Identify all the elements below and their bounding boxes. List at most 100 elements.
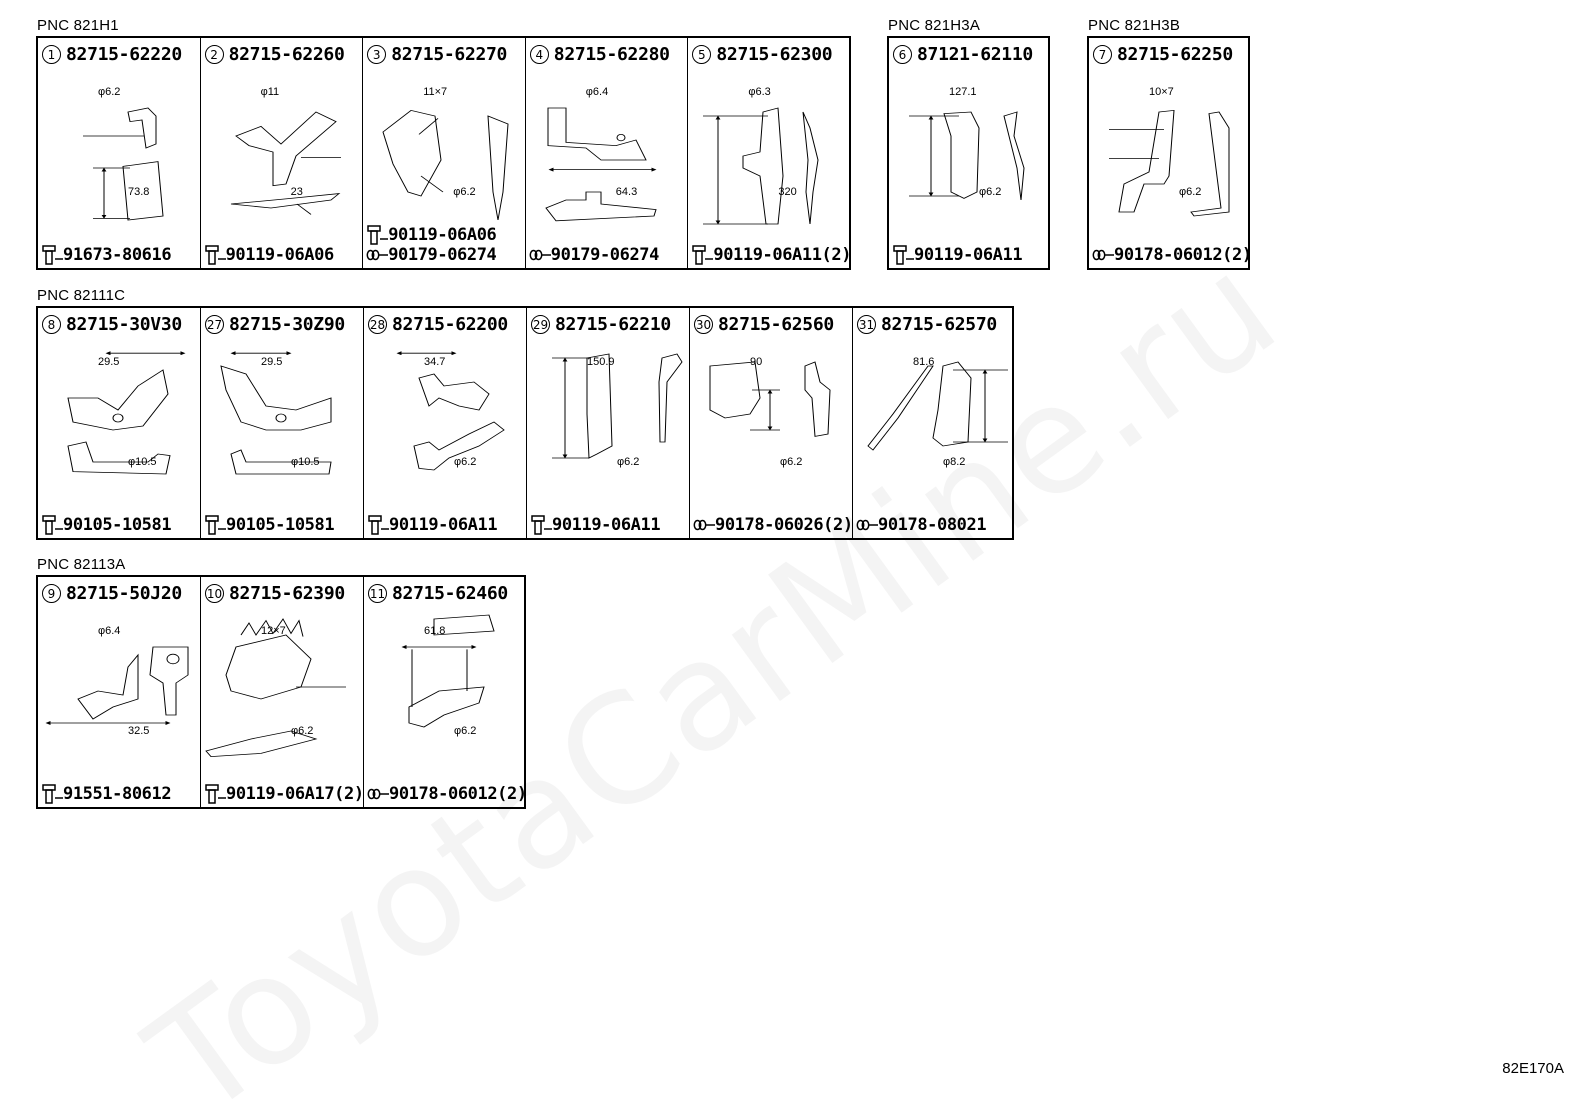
part-number[interactable]: 82715-62300	[716, 44, 833, 65]
dimension-label: 64.3	[615, 186, 638, 198]
fastener-list: 91673-80616	[41, 245, 172, 265]
fastener-list: 90105-10581	[204, 515, 335, 535]
clip-icon	[366, 249, 389, 261]
fastener-row[interactable]: 91551-80612	[41, 784, 172, 804]
part-number[interactable]: 82715-62220	[66, 44, 182, 65]
part-number[interactable]: 82715-62560	[718, 314, 834, 335]
part-drawing	[382, 109, 509, 221]
fastener-row[interactable]: 90119-06A11	[530, 515, 661, 535]
dimension-label: 10×7	[1149, 86, 1174, 98]
fastener-row[interactable]: 90119-06A06	[204, 245, 334, 265]
dimension-label: 150.9	[587, 356, 615, 368]
part-drawing	[1109, 109, 1230, 217]
part-drawing	[230, 111, 341, 215]
bolt-icon	[205, 784, 226, 804]
callout-number: 2	[204, 45, 224, 64]
fastener-row[interactable]: 90179-06274	[529, 245, 659, 265]
fastener-part-number: 90105-10581	[226, 515, 335, 535]
fastener-row[interactable]: 91673-80616	[41, 245, 172, 265]
part-drawing	[67, 351, 186, 475]
bolt-icon	[692, 245, 714, 265]
bolt-icon	[531, 515, 552, 535]
dimension-label: 73.8	[128, 186, 150, 198]
dimension-label: 12×7	[261, 625, 286, 637]
callout-number: 10	[205, 584, 224, 603]
part-number[interactable]: 82715-62260	[228, 44, 345, 65]
part-number[interactable]: 82715-50J20	[66, 583, 182, 604]
fastener-part-number: 90105-10581	[63, 515, 172, 535]
bolt-icon	[368, 515, 389, 535]
bolt-icon	[42, 784, 63, 804]
part-number[interactable]: 82715-62250	[1117, 44, 1233, 65]
fastener-row[interactable]: 90119-06A11	[892, 245, 1023, 265]
pnc-label: PNC 821H1	[37, 17, 119, 34]
part-number[interactable]: 87121-62110	[917, 44, 1033, 65]
fastener-row[interactable]: 90119-06A17(2)	[204, 784, 364, 804]
part-number[interactable]: 82715-30V30	[66, 314, 182, 335]
fastener-row[interactable]: 90178-06026(2)	[693, 515, 853, 535]
dimension-label: φ8.2	[943, 456, 966, 468]
part-number[interactable]: 82715-62210	[555, 314, 671, 335]
part-number[interactable]: 82715-62460	[392, 583, 508, 604]
dimension-label: φ10.5	[128, 456, 157, 468]
dimension-label: φ11	[260, 86, 280, 98]
pnc-label: PNC 82113A	[37, 556, 126, 573]
part-number[interactable]: 82715-62390	[229, 583, 345, 604]
bolt-icon	[42, 515, 63, 535]
fastener-list: 90119-06A11	[367, 515, 498, 535]
part-number[interactable]: 82715-62280	[553, 44, 670, 65]
fastener-row[interactable]: 90119-06A11(2)	[691, 245, 851, 265]
dimension-label: 11×7	[423, 86, 448, 98]
fastener-row[interactable]: 90178-06012(2)	[1092, 245, 1252, 265]
dimension-label: φ6.2	[780, 456, 803, 468]
fastener-row[interactable]: 90179-06274	[366, 245, 497, 265]
callout-number: 9	[42, 584, 61, 603]
part-number[interactable]: 82715-62270	[391, 44, 508, 65]
dimension-label: φ6.2	[454, 725, 477, 737]
fastener-part-number: 91551-80612	[63, 784, 172, 804]
part-number[interactable]: 82715-62570	[881, 314, 997, 335]
dimension-label: 320	[778, 186, 797, 198]
fastener-row[interactable]: 90119-06A06	[366, 225, 497, 245]
fastener-row[interactable]: 90178-08021	[856, 515, 987, 535]
part-number[interactable]: 82715-30Z90	[229, 314, 345, 335]
fastener-row[interactable]: 90119-06A11	[367, 515, 498, 535]
fastener-list: 90178-08021	[856, 515, 987, 535]
part-drawing	[703, 107, 819, 225]
part-number[interactable]: 82715-62200	[392, 314, 508, 335]
fastener-row[interactable]: 90105-10581	[41, 515, 172, 535]
callout-number: 1	[42, 45, 61, 64]
bolt-icon	[367, 225, 389, 245]
fastener-part-number: 90119-06A11	[389, 515, 498, 535]
fastener-row[interactable]: 90105-10581	[204, 515, 335, 535]
dimension-label: 81.6	[913, 356, 935, 368]
fastener-part-number: 90119-06A11(2)	[713, 245, 852, 265]
callout-number: 29	[531, 315, 550, 334]
dimension-label: 34.7	[424, 356, 446, 368]
fastener-list: 90105-10581	[41, 515, 172, 535]
part-drawing	[83, 107, 164, 221]
part-drawing	[45, 646, 189, 725]
fastener-row[interactable]: 90178-06012(2)	[367, 784, 527, 804]
